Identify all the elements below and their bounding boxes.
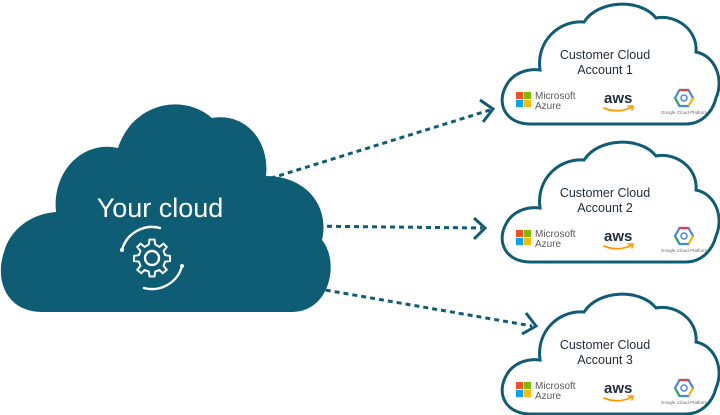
connector-account-2-arrowhead bbox=[472, 216, 488, 241]
connector-account-1-arrowhead bbox=[479, 98, 496, 123]
customer-cloud-title-line1: Customer Cloud bbox=[560, 338, 650, 352]
azure-label: Azure bbox=[535, 391, 562, 402]
main-cloud-shape bbox=[0, 104, 331, 312]
aws-label: aws bbox=[604, 228, 632, 245]
gear-orbit-icon bbox=[120, 225, 185, 291]
customer-cloud-title-line2: Account 3 bbox=[577, 353, 633, 367]
aws-label: aws bbox=[604, 90, 632, 107]
google-cloud-platform-logo: Google Cloud Platform bbox=[661, 88, 708, 115]
customer-cloud-title-line1: Customer Cloud bbox=[560, 186, 650, 200]
microsoft-label: Microsoft bbox=[535, 91, 576, 102]
customer-cloud-title-line1: Customer Cloud bbox=[560, 48, 650, 62]
customer-cloud-shape bbox=[500, 2, 720, 126]
microsoft-label: Microsoft bbox=[535, 229, 576, 240]
main-cloud-title: Your cloud bbox=[97, 193, 224, 223]
aws-logo: aws bbox=[603, 90, 634, 112]
aws-label: aws bbox=[604, 380, 632, 397]
gcp-label: Google Cloud Platform bbox=[661, 248, 708, 253]
microsoft-label: Microsoft bbox=[535, 381, 576, 392]
azure-label: Azure bbox=[535, 101, 562, 112]
aws-smile-icon bbox=[603, 396, 633, 402]
connector-account-1 bbox=[261, 108, 491, 183]
customer-cloud-shape bbox=[500, 292, 720, 415]
aws-logo: aws bbox=[603, 228, 634, 250]
customer-cloud-shape bbox=[500, 140, 720, 264]
connector-account-3 bbox=[307, 285, 533, 328]
azure-label: Azure bbox=[535, 239, 562, 250]
connector-account-2 bbox=[299, 224, 483, 230]
gcp-label: Google Cloud Platform bbox=[661, 400, 708, 405]
customer-cloud-title-line2: Account 1 bbox=[577, 63, 633, 77]
aws-smile-icon bbox=[603, 106, 633, 112]
customer-cloud-title-line2: Account 2 bbox=[577, 201, 633, 215]
main-cloud: Your cloud bbox=[0, 104, 331, 312]
google-cloud-platform-logo: Google Cloud Platform bbox=[661, 378, 708, 405]
google-cloud-platform-logo: Google Cloud Platform bbox=[661, 226, 708, 253]
aws-logo: aws bbox=[603, 380, 634, 402]
aws-smile-icon bbox=[603, 244, 633, 250]
connector-account-3-arrowhead bbox=[521, 312, 539, 336]
gcp-label: Google Cloud Platform bbox=[661, 110, 708, 115]
connectors bbox=[261, 98, 539, 336]
